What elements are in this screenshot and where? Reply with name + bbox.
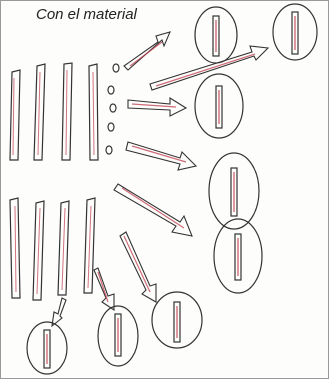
- arrow-icon: [114, 184, 192, 236]
- seed-icon: [108, 86, 114, 94]
- arrow-icon: [126, 142, 196, 170]
- seed-icon: [113, 64, 119, 72]
- seed-icon: [106, 146, 112, 154]
- upper-stick-group: [10, 63, 98, 160]
- arrow-icon: [124, 32, 170, 70]
- circle-group: [27, 4, 317, 374]
- lower-stick-group: [10, 198, 95, 300]
- arrow-icon: [52, 298, 66, 326]
- arrow-icon: [128, 98, 186, 116]
- seed-icon: [110, 104, 116, 112]
- arrow-icon: [150, 46, 268, 90]
- stick-icon: [10, 70, 20, 160]
- seed-group: [106, 64, 119, 154]
- seed-icon: [108, 123, 114, 131]
